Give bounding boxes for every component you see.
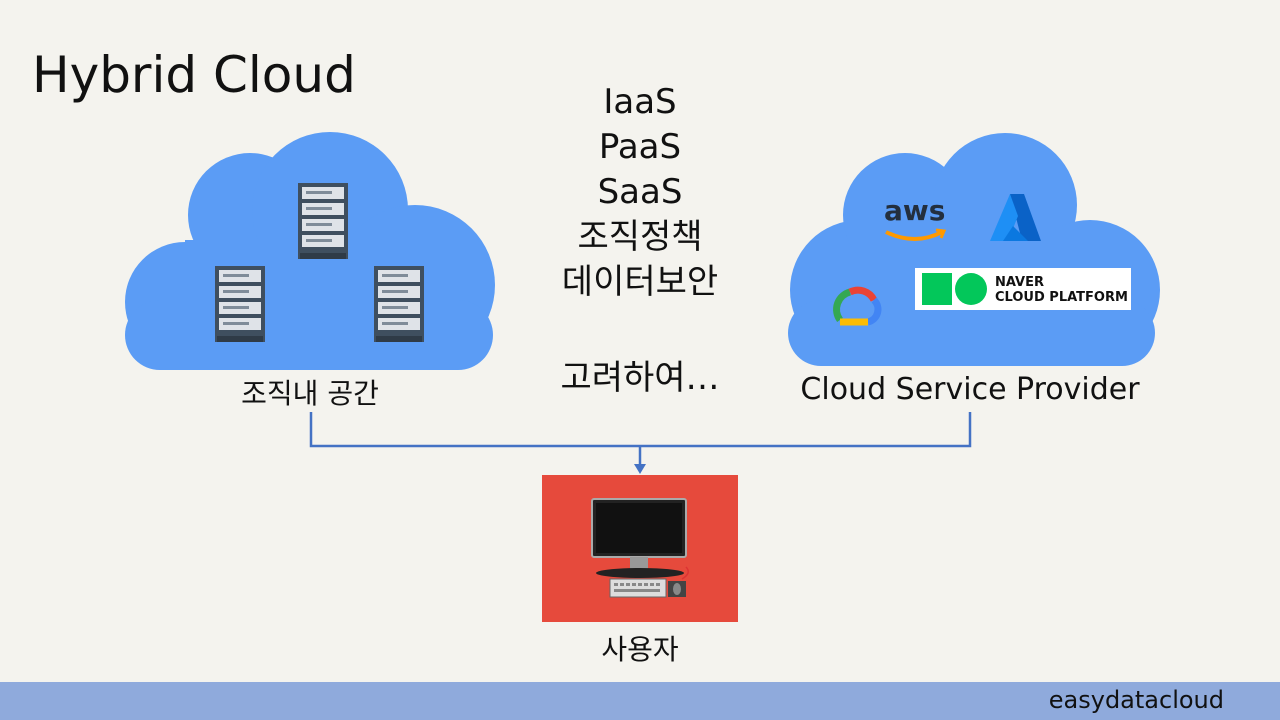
naver-logo-line2: CLOUD PLATFORM [995,290,1128,305]
naver-logo-line1: NAVER [995,275,1045,290]
aws-logo-text: aws [884,194,946,227]
csp-label: Cloud Service Provider [800,372,1140,407]
server-icon [374,266,424,342]
naver-cloud-logo: NAVER CLOUD PLATFORM [915,268,1131,310]
footer-bar: easydatacloud [0,682,1280,720]
server-icon [215,266,265,342]
on-premise-label: 조직내 공간 [241,377,379,410]
azure-logo [990,194,1041,241]
google-cloud-logo [833,286,882,326]
connector-lines [309,412,972,474]
csp-cloud [788,133,1160,366]
list-item: PaaS [598,127,682,167]
list-item: IaaS [603,82,677,122]
page-title: Hybrid Cloud [32,46,356,104]
list-item: 조직정책 [577,217,703,257]
server-icon [298,183,348,259]
user-label: 사용자 [601,633,679,666]
list-item: SaaS [597,172,683,212]
service-model-list: IaaS PaaS SaaS 조직정책 데이터보안 [520,80,760,305]
footer-brand: easydatacloud [1048,686,1224,714]
computer-icon [591,498,689,598]
consider-text: 고려하여… [560,358,720,398]
user-box [542,475,738,622]
aws-logo [885,230,943,241]
list-item: 데이터보안 [561,262,719,302]
